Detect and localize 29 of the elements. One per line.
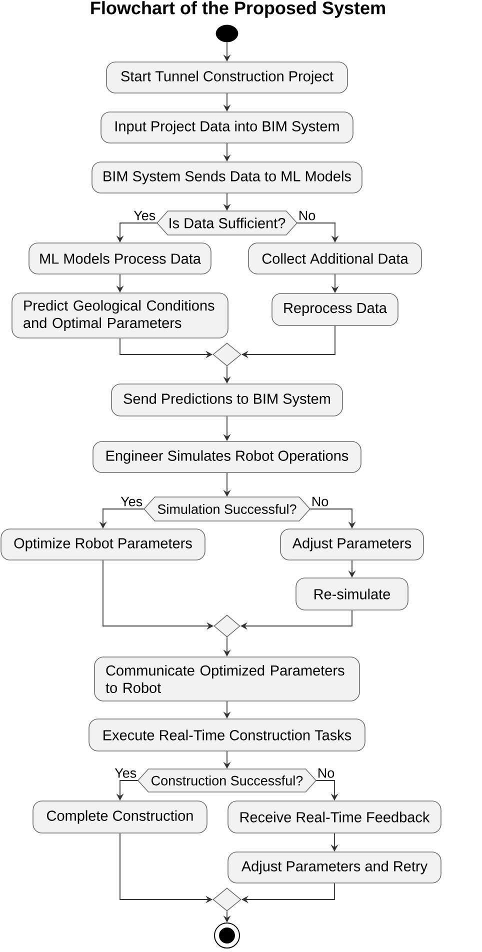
action-box: Receive Real-Time Feedback: [228, 800, 442, 834]
edge-label: No: [297, 210, 317, 222]
title: Flowchart of the Proposed System: [91, 1, 385, 18]
end-bullseye: [214, 922, 240, 948]
start-dot: [216, 24, 238, 42]
merge-diamond: [212, 888, 242, 912]
edge-label: No: [310, 496, 330, 508]
action-box: Adjust Parameters: [280, 528, 424, 560]
edge-label: Yes: [120, 496, 144, 508]
action-box: Start Tunnel Construction Project: [106, 62, 348, 94]
action-box: Predict Geological Conditions and Optimal Parameters: [12, 292, 228, 338]
action-box: BIM System Sends Data to ML Models: [92, 162, 362, 194]
edge-label: Yes: [132, 210, 157, 222]
action-box: Re-simulate: [296, 578, 408, 610]
action-box: Adjust Parameters and Retry: [228, 852, 442, 884]
action-box: Collect Additional Data: [248, 242, 422, 274]
action-box: Execute Real-Time Construction Tasks: [88, 718, 366, 752]
action-box: Engineer Simulates Robot Operations: [92, 441, 362, 473]
edge-label: No: [316, 767, 336, 779]
edge-label: Yes: [114, 767, 138, 779]
action-box: Optimize Robot Parameters: [0, 528, 206, 560]
action-box: Reprocess Data: [272, 293, 398, 326]
action-box: ML Models Process Data: [28, 242, 212, 274]
action-box: Send Predictions to BIM System: [111, 384, 343, 416]
action-box: Complete Construction: [32, 800, 208, 834]
action-box: Input Project Data into BIM System: [100, 112, 354, 144]
merge-diamond: [212, 342, 242, 366]
merge-diamond: [214, 614, 240, 638]
action-box: Communicate Optimized Parameters to Robot: [94, 656, 360, 702]
